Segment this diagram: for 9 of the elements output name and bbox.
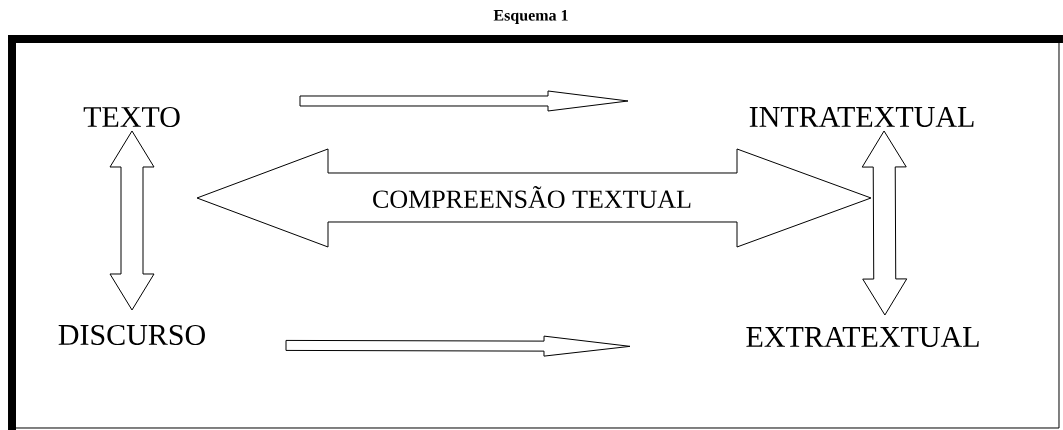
node-label: EXTRATEXTUAL xyxy=(746,326,979,348)
node-label: INTRATEXTUAL xyxy=(749,106,974,128)
node-label: DISCURSO xyxy=(58,324,205,346)
block-arrow xyxy=(285,335,631,357)
block-arrow xyxy=(109,130,155,311)
block-arrow xyxy=(299,90,629,112)
block-arrow xyxy=(861,130,908,316)
title: Esquema 1 xyxy=(493,10,568,24)
node-label: TEXTO xyxy=(83,106,180,128)
